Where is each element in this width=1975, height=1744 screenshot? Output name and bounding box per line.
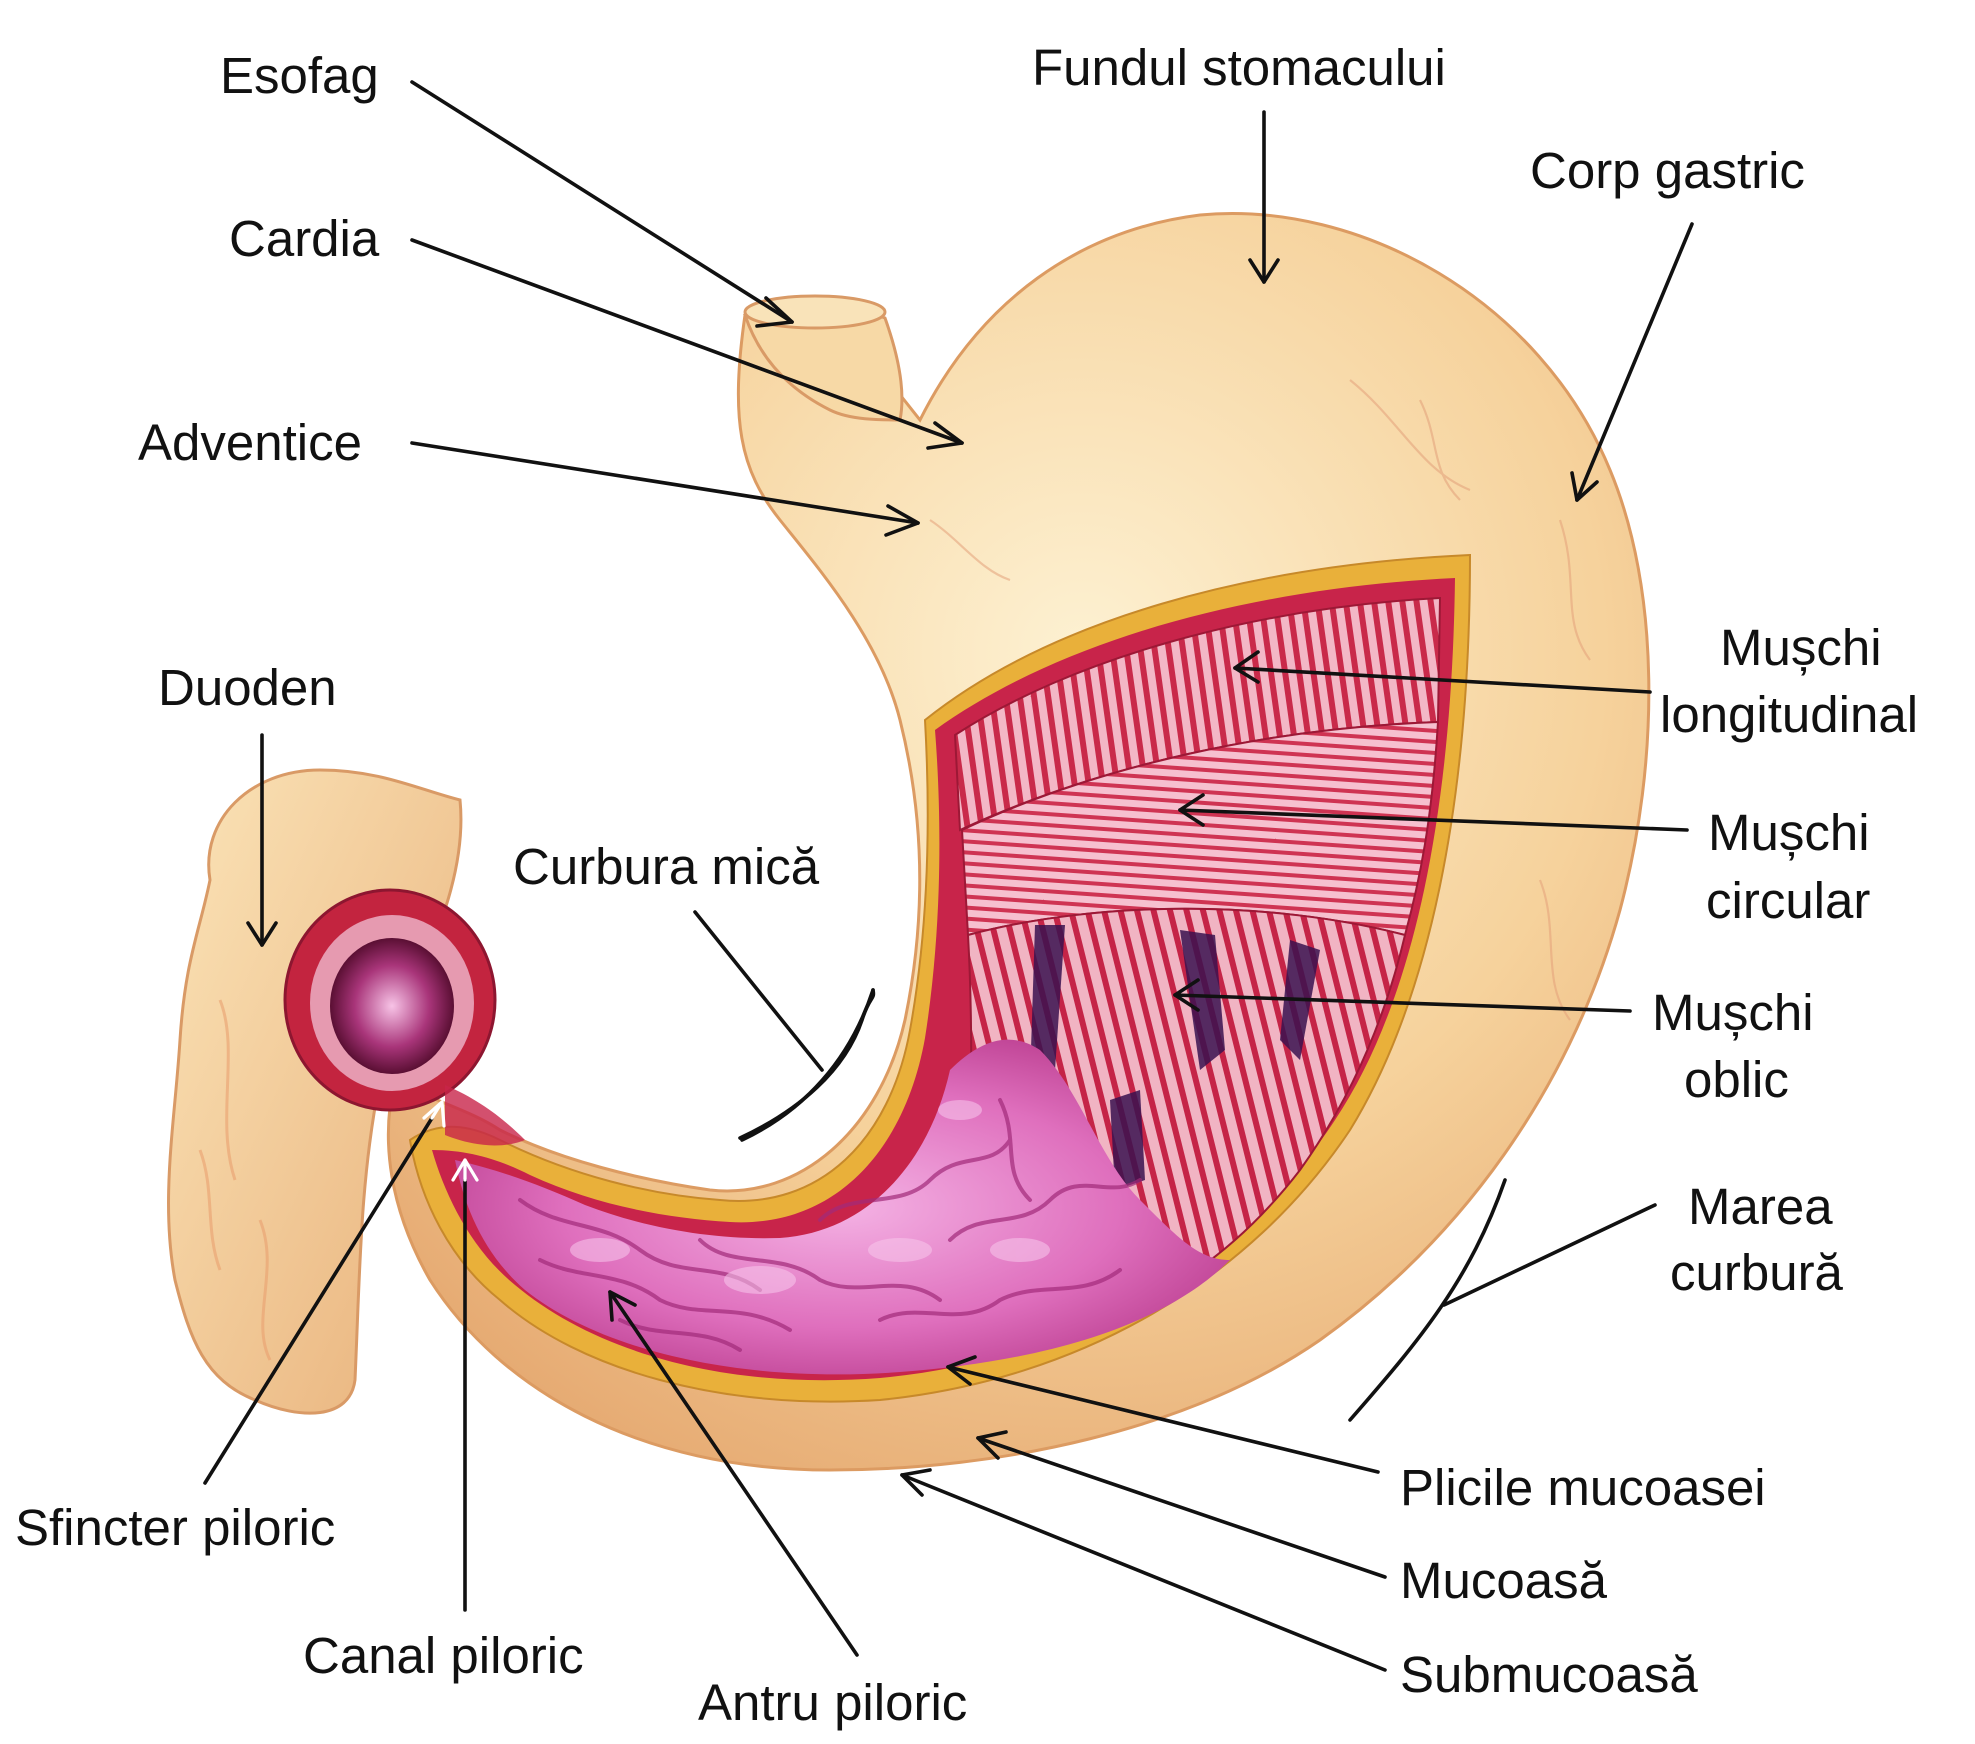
- label-duoden: Duoden: [158, 659, 337, 716]
- stomach-illustration: [167, 212, 1651, 1472]
- label-muschi-oblic-2: oblic: [1684, 1051, 1789, 1108]
- pyloric-opening: [283, 888, 497, 1112]
- label-muschi-circular-2: circular: [1706, 872, 1870, 929]
- label-muschi-oblic-1: Mușchi: [1652, 984, 1814, 1041]
- label-plicile-mucoasei: Plicile mucoasei: [1400, 1459, 1766, 1516]
- label-submucoasa: Submucoasă: [1400, 1646, 1698, 1703]
- label-muschi-longitudinal-1: Mușchi: [1720, 619, 1882, 676]
- label-marea-curbura-2: curbură: [1670, 1244, 1844, 1301]
- label-marea-curbura-1: Marea: [1688, 1178, 1833, 1235]
- label-esofag: Esofag: [220, 47, 379, 104]
- label-fundul-stomacului: Fundul stomacului: [1032, 39, 1446, 96]
- label-cardia: Cardia: [229, 210, 380, 267]
- label-muschi-circular-1: Mușchi: [1708, 804, 1870, 861]
- label-mucoasa: Mucoasă: [1400, 1552, 1608, 1609]
- label-curbura-mica: Curbura mică: [513, 838, 820, 895]
- label-sfincter-piloric: Sfincter piloric: [15, 1499, 335, 1556]
- labels: Esofag Cardia Adventice Fundul stomaculu…: [15, 39, 1918, 1731]
- label-canal-piloric: Canal piloric: [303, 1627, 584, 1684]
- label-antru-piloric: Antru piloric: [698, 1674, 967, 1731]
- label-corp-gastric: Corp gastric: [1530, 142, 1805, 199]
- label-muschi-longitudinal-2: longitudinal: [1660, 686, 1918, 743]
- leader-lines: [203, 80, 1694, 1672]
- label-adventice: Adventice: [138, 414, 362, 471]
